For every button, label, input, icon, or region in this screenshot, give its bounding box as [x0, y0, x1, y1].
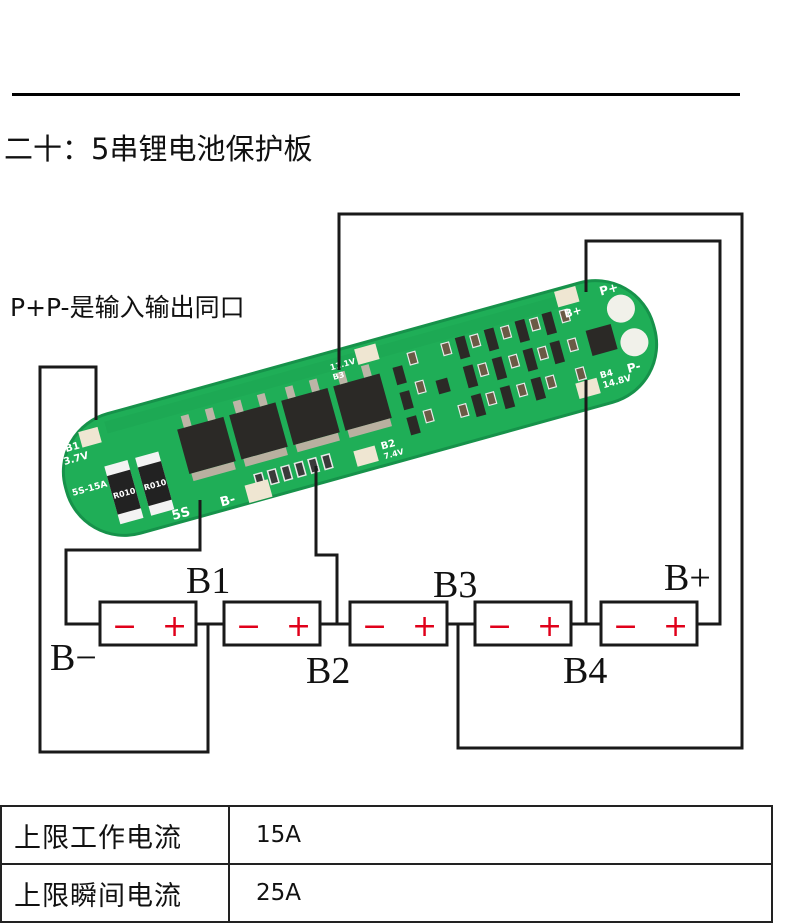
wire-b1 [38, 365, 210, 754]
p-minus-pad [620, 328, 649, 357]
silk-series: 5S [170, 504, 192, 523]
spec-value: 15A [228, 805, 773, 865]
port-note: P+P-是输入输出同口 [10, 293, 245, 322]
mosfet [229, 402, 288, 460]
spec-value: 25A [228, 863, 773, 923]
wire-b-plus [584, 239, 722, 626]
silk-b-plus: B+ [563, 303, 583, 320]
mosfet [177, 416, 236, 474]
cell-4-positive: + [537, 609, 562, 644]
silk-p-minus: P- [625, 359, 642, 376]
battery-cells: − + − + − + − + − + [98, 600, 699, 647]
label-b-plus: B+ [664, 557, 711, 599]
table-row: 上限瞬间电流 25A [0, 863, 773, 923]
resistor-row [253, 452, 334, 490]
label-b4: B4 [563, 650, 607, 692]
silk-b1: B1 [64, 441, 81, 456]
wiring-diagram: R010 R010 [38, 212, 744, 754]
cell-1-negative: − [112, 609, 137, 644]
label-b2: B2 [306, 650, 350, 692]
mosfet [333, 373, 392, 431]
silk-b4: B4 [599, 368, 614, 381]
wire-b3 [337, 212, 744, 750]
shunt-resistor: R010 [135, 451, 175, 516]
cell-3: − + [348, 600, 449, 647]
wire-b2 [314, 466, 339, 624]
shunt-resistor: R010 [104, 460, 144, 525]
cell-4: − + [473, 600, 573, 647]
cell-5-negative: − [613, 609, 638, 644]
smd-passives [406, 308, 588, 424]
table-row: 上限工作电流 15A [0, 805, 773, 865]
wire-b-minus [64, 500, 202, 626]
mosfet [281, 387, 340, 446]
cell-1: − + [98, 600, 198, 647]
pad-b2 [353, 445, 379, 467]
cell-3-negative: − [362, 609, 387, 644]
wires [38, 212, 744, 754]
cell-3-positive: + [412, 609, 437, 644]
pad-b-minus [244, 479, 273, 504]
label-b3: B3 [433, 564, 477, 606]
pad-b4 [575, 377, 601, 399]
pad-b1 [78, 426, 102, 448]
silk-b3: B3 [332, 370, 346, 382]
silk-b-minus: B- [218, 492, 237, 511]
diode [585, 323, 618, 356]
spec-label: 上限工作电流 [0, 805, 230, 865]
p-plus-pad [606, 294, 635, 323]
mosfet-row [177, 364, 393, 482]
cell-5-positive: + [663, 609, 688, 644]
cell-4-negative: − [487, 609, 512, 644]
control-ics [392, 311, 566, 436]
protection-board: R010 R010 [61, 279, 659, 537]
cell-2-negative: − [236, 609, 261, 644]
label-b-minus: B− [50, 637, 97, 679]
spec-table: 上限工作电流 15A 上限瞬间电流 25A [0, 805, 773, 923]
cell-2-positive: + [286, 609, 311, 644]
pad-b3 [354, 343, 380, 365]
silk-b2: B2 [380, 438, 397, 453]
pad-b-plus [554, 286, 580, 308]
section-title: 二十：5串锂电池保护板 [4, 132, 313, 166]
cell-2: − + [222, 600, 322, 647]
label-b1: B1 [186, 560, 230, 602]
cell-5: − + [599, 600, 699, 647]
silk-p-plus: P+ [598, 280, 620, 299]
spec-label: 上限瞬间电流 [0, 863, 230, 923]
cell-1-positive: + [162, 609, 187, 644]
top-divider [12, 93, 740, 96]
